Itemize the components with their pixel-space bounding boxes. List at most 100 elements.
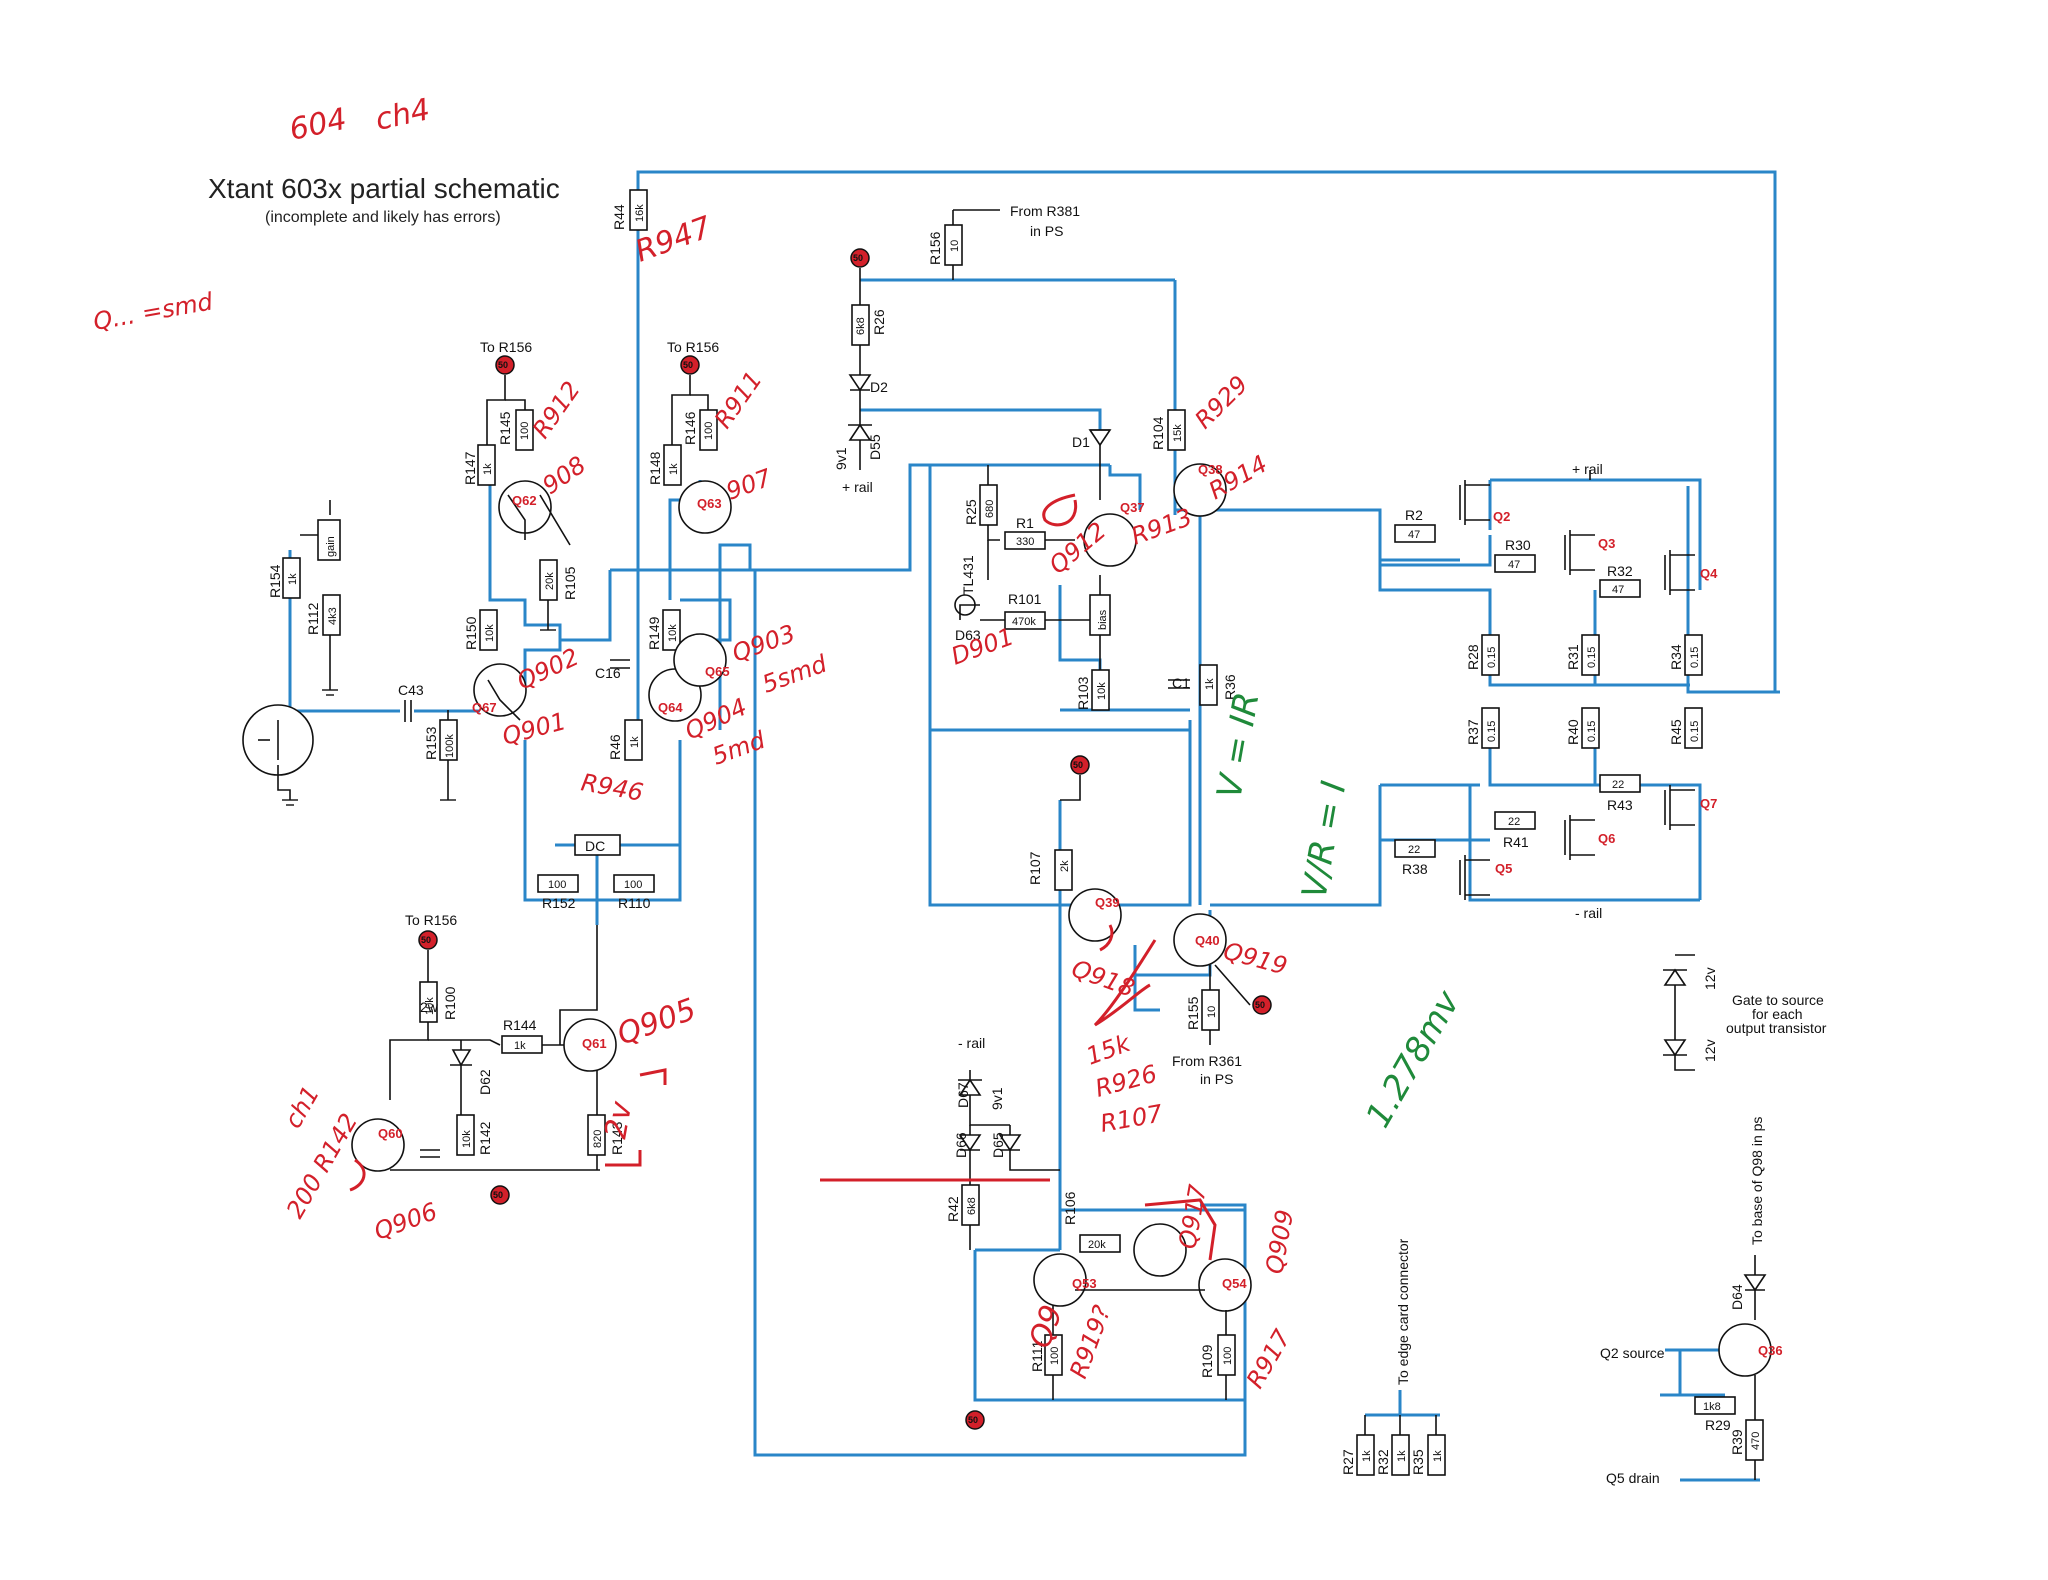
node-label: 50 <box>1073 760 1083 770</box>
svg-text:R30: R30 <box>1505 537 1531 553</box>
handwritten-green: V = IR V/R = I 1.278mv <box>1209 689 1468 1134</box>
svg-text:R101: R101 <box>1008 591 1042 607</box>
svg-text:20k: 20k <box>544 572 556 590</box>
svg-text:100: 100 <box>1049 1347 1061 1365</box>
svg-text:604: 604 <box>286 102 349 148</box>
svg-text:16k: 16k <box>634 204 646 222</box>
svg-text:R929: R929 <box>1189 370 1253 434</box>
svg-text:C1: C1 <box>1172 675 1190 691</box>
svg-text:100: 100 <box>519 422 531 440</box>
svg-text:R946: R946 <box>579 768 645 806</box>
svg-text:D2: D2 <box>870 379 888 395</box>
svg-text:for each: for each <box>1752 1006 1803 1022</box>
svg-text:D55: D55 <box>867 434 883 460</box>
svg-text:R25: R25 <box>963 499 979 525</box>
svg-text:R146: R146 <box>682 411 698 445</box>
svg-text:330: 330 <box>1016 536 1034 548</box>
svg-text:R147: R147 <box>462 451 478 485</box>
svg-text:6k8: 6k8 <box>966 1197 978 1215</box>
svg-text:1k: 1k <box>514 1040 526 1052</box>
svg-text:Q36: Q36 <box>1758 1343 1783 1358</box>
svg-text:R153: R153 <box>423 726 439 760</box>
svg-text:Q917: Q917 <box>1173 1182 1212 1251</box>
svg-text:R36: R36 <box>1222 674 1238 700</box>
svg-text:D64: D64 <box>1729 1284 1745 1310</box>
svg-text:R39: R39 <box>1729 1429 1745 1455</box>
svg-text:1k: 1k <box>1361 1450 1373 1462</box>
svg-text:5smd: 5smd <box>758 649 831 698</box>
svg-text:2k: 2k <box>1059 860 1071 872</box>
svg-text:+ rail: + rail <box>842 479 873 495</box>
svg-text:D1: D1 <box>1072 434 1090 450</box>
page-title: Xtant 603x partial schematic <box>208 173 560 204</box>
svg-text:4k3: 4k3 <box>327 607 339 625</box>
svg-text:ch1: ch1 <box>279 1081 325 1133</box>
svg-text:R28: R28 <box>1465 644 1481 670</box>
svg-text:100: 100 <box>703 422 715 440</box>
svg-text:R1: R1 <box>1016 515 1034 531</box>
svg-text:R27: R27 <box>1340 1449 1356 1475</box>
svg-text:2v: 2v <box>598 1098 639 1142</box>
svg-text:in PS: in PS <box>1030 223 1063 239</box>
svg-text:0.15: 0.15 <box>1689 721 1701 742</box>
svg-text:22: 22 <box>1408 844 1420 856</box>
svg-text:Q918: Q918 <box>1068 954 1138 1002</box>
svg-text:R919?: R919? <box>1064 1302 1116 1383</box>
svg-text:10k: 10k <box>484 624 496 642</box>
svg-text:Q54: Q54 <box>1222 1276 1247 1291</box>
svg-text:Q38: Q38 <box>1198 462 1223 477</box>
svg-text:R26: R26 <box>871 309 887 335</box>
svg-text:1k: 1k <box>1396 1450 1408 1462</box>
svg-text:R103: R103 <box>1075 676 1091 710</box>
svg-text:Q65: Q65 <box>705 664 730 679</box>
svg-text:C43: C43 <box>398 682 424 698</box>
svg-text:R145: R145 <box>497 411 513 445</box>
svg-text:15k: 15k <box>1172 424 1184 442</box>
node-label: 50 <box>1255 1000 1265 1010</box>
svg-text:Q67: Q67 <box>472 700 497 715</box>
svg-text:0.15: 0.15 <box>1586 647 1598 668</box>
svg-text:0.15: 0.15 <box>1689 647 1701 668</box>
mosfet-q7 <box>1664 785 1695 830</box>
svg-text:Q4: Q4 <box>1700 566 1718 581</box>
page-subtitle: (incomplete and likely has errors) <box>265 209 501 226</box>
svg-text:Q2 source: Q2 source <box>1600 1345 1665 1361</box>
svg-text:R32: R32 <box>1607 563 1633 579</box>
svg-text:TL431: TL431 <box>960 555 976 595</box>
svg-text:R154: R154 <box>267 564 283 598</box>
svg-text:Q5 drain: Q5 drain <box>1606 1470 1660 1486</box>
svg-text:820: 820 <box>592 1130 604 1148</box>
svg-text:22: 22 <box>1508 816 1520 828</box>
svg-text:R34: R34 <box>1668 644 1684 670</box>
svg-text:R41: R41 <box>1503 834 1529 850</box>
svg-text:10: 10 <box>949 240 961 252</box>
mosfet-q5 <box>1459 855 1490 900</box>
svg-text:100: 100 <box>624 879 642 891</box>
svg-text:10k: 10k <box>424 997 436 1015</box>
svg-text:R43: R43 <box>1607 797 1633 813</box>
mosfet-q2 <box>1459 480 1490 525</box>
svg-text:R150: R150 <box>463 616 479 650</box>
svg-text:V = IR: V = IR <box>1209 689 1267 801</box>
svg-text:Q37: Q37 <box>1120 500 1145 515</box>
svg-text:1k: 1k <box>629 736 641 748</box>
svg-text:Q3: Q3 <box>1598 536 1615 551</box>
svg-text:1k8: 1k8 <box>1703 1401 1721 1413</box>
svg-text:10: 10 <box>1206 1006 1218 1018</box>
node-label: 50 <box>498 360 508 370</box>
svg-text:ch4: ch4 <box>372 92 433 138</box>
svg-text:R37: R37 <box>1465 719 1481 745</box>
svg-text:in PS: in PS <box>1200 1071 1233 1087</box>
svg-text:10k: 10k <box>667 624 679 642</box>
svg-text:R45: R45 <box>1668 719 1684 745</box>
svg-text:R156: R156 <box>927 231 943 265</box>
svg-text:R35: R35 <box>1410 1449 1426 1475</box>
node-label: 50 <box>683 360 693 370</box>
svg-text:From R361: From R361 <box>1172 1053 1242 1069</box>
svg-text:To base of Q98 in ps: To base of Q98 in ps <box>1749 1117 1765 1245</box>
svg-text:R144: R144 <box>503 1017 537 1033</box>
svg-text:1k: 1k <box>482 463 494 475</box>
node-label: 50 <box>493 1190 503 1200</box>
svg-text:R105: R105 <box>562 566 578 600</box>
